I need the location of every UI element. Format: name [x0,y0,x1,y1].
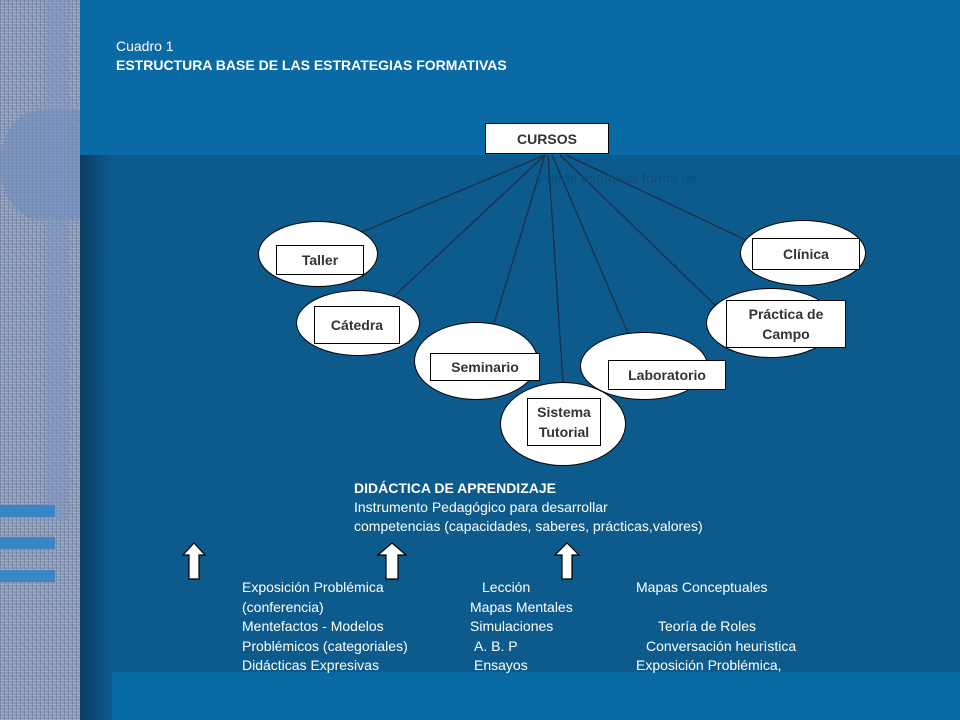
list-item [636,598,796,618]
connector-clinica [565,154,751,243]
page-title: ESTRUCTURA BASE DE LAS ESTRATEGIAS FORMA… [116,57,507,73]
list-item: Teoría de Roles [658,618,757,635]
sistema-tutorial-node: Sistema Tutorial [527,398,601,446]
footer-band [112,672,960,720]
connector-seminario [491,154,546,331]
up-arrow-icon [553,542,581,580]
list-item: Conversación heurìstica [646,637,797,654]
connector-practica-campo [559,154,719,309]
up-arrow-icon [376,542,408,580]
practica-campo-line2: Campo [762,326,810,342]
list-item: (conferencia) [242,598,324,615]
connector-label: Puede asumir la forma de [537,170,698,186]
sistema-tutorial-line2: Tutorial [538,424,590,440]
list-item: Lección [482,579,531,595]
catedra-node: Cátedra [314,306,400,344]
strategies-column-middle: Lección Mapas Mentales Simulaciones A. B… [470,578,573,676]
caption: Cuadro 1 [116,38,174,54]
decorative-block [0,537,55,549]
didactica-line2: competencias (capacidades, saberes, prác… [354,518,703,534]
decorative-block [0,570,55,582]
decorative-bar [46,0,68,520]
clinica-node: Clínica [752,238,860,270]
textured-side-panel [0,0,80,720]
list-item: Problémicos (categoriales) [242,637,408,654]
connector-sistema-tutorial [547,154,564,383]
decorative-block [0,505,55,517]
connector-catedra [389,154,546,301]
list-item: A. B. P [474,637,518,654]
cursos-box: CURSOS [485,123,609,154]
didactica-title: DIDÁCTICA DE APRENDIZAJE [354,480,556,496]
list-item: Mapas Conceptuales [636,579,768,595]
practica-campo-line1: Práctica de [748,306,824,322]
practica-campo-node: Práctica de Campo [726,300,846,348]
strategies-column-left: Exposición Problémica (conferencia) Ment… [242,578,408,676]
list-item: Ensayos [474,657,528,674]
list-item: Exposición Problémica, [636,657,782,674]
connector-laboratorio [551,154,631,339]
list-item: Mentefactos - Modelos [242,618,384,635]
connector-taller [361,154,546,233]
list-item: Simulaciones [470,618,554,635]
taller-node: Taller [276,245,364,275]
strategies-column-right: Mapas Conceptuales Teoría de Roles Conve… [636,578,796,676]
list-item: Mapas Mentales [470,598,573,615]
laboratorio-node: Laboratorio [608,360,726,390]
decorative-circle [0,110,80,220]
seminario-node: Seminario [430,353,540,381]
didactica-line1: Instrumento Pedagógico para desarrollar [354,499,608,515]
up-arrow-icon [181,542,207,580]
sistema-tutorial-line1: Sistema [537,404,591,420]
list-item: Exposición Problémica [242,579,384,595]
list-item: Didácticas Expresivas [242,657,379,674]
